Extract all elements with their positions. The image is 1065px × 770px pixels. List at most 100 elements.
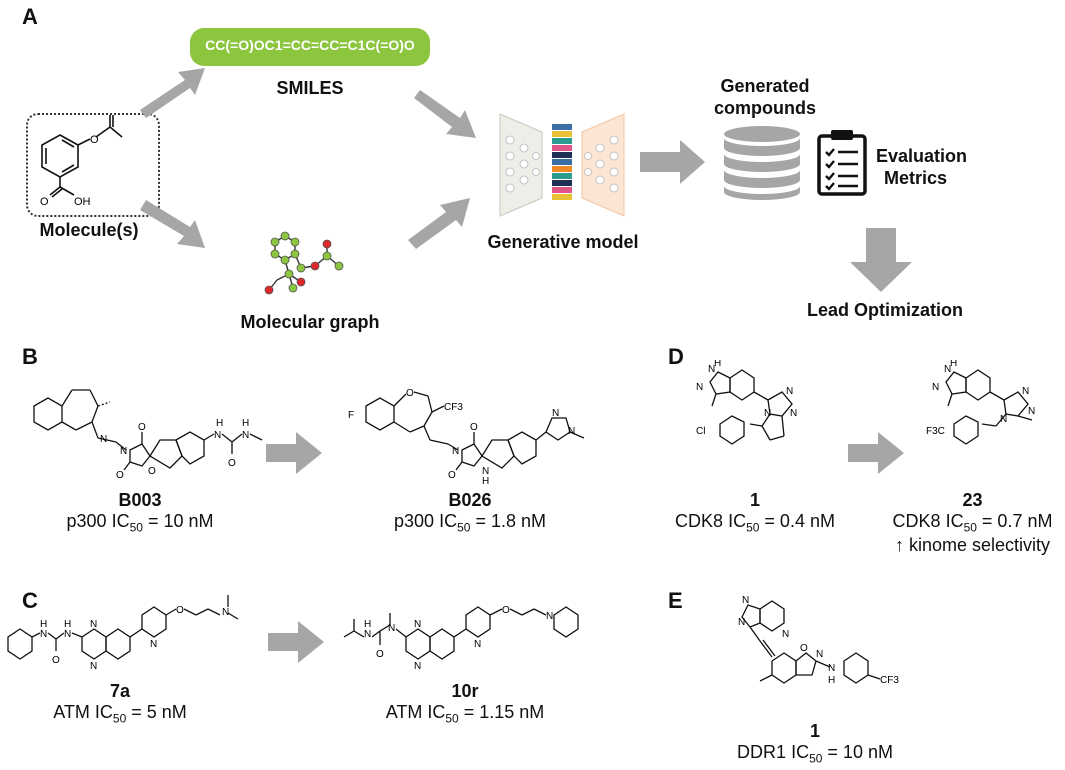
10r-structure: N H O N N N N O N (343, 605, 579, 672)
atom-h: H (482, 476, 489, 486)
b003-caption: B003 p300 IC50 = 10 nM (60, 490, 220, 535)
atom-h: H (364, 619, 371, 630)
b026-caption: B026 p300 IC50 = 1.8 nM (380, 490, 560, 535)
atom-n: N (100, 434, 107, 445)
atom-o: O (406, 388, 414, 399)
molecule-box (26, 113, 160, 217)
atom-h: H (828, 675, 835, 686)
atom-n: N (214, 430, 221, 441)
ddr1-name: 1 (809, 721, 820, 741)
atom-f: F (348, 410, 354, 421)
atom-n: N (944, 364, 951, 375)
molecular-graph (264, 231, 344, 295)
cdk8-23-caption: 23 CDK8 IC50 = 0.7 nM ↑ kinome selectivi… (880, 490, 1065, 556)
atom-n: N (40, 629, 47, 640)
lead-optimization-label: Lead Optimization (806, 300, 963, 320)
panel-label-e: E (668, 588, 683, 613)
cdk8-1-name: 1 (749, 490, 760, 510)
7a-caption: 7a ATM IC50 = 5 nM (40, 681, 200, 726)
smiles-pill (190, 28, 430, 66)
clipboard-icon (817, 130, 867, 196)
atom-o: O (448, 470, 456, 481)
atom-n: N (242, 430, 249, 441)
atom-n: N (1022, 386, 1029, 397)
atom-h: H (950, 360, 957, 369)
atom-n: N (708, 364, 715, 375)
atom-h: H (216, 418, 223, 429)
atom-n: N (414, 661, 421, 672)
atom-n: N (696, 382, 703, 393)
smiles-string: CC(=O)OC1=CC=CC=C1C(=O)O (205, 37, 415, 53)
ddr1-activity: DDR1 IC50 = 10 nM (737, 742, 893, 766)
atom-n: N (546, 611, 553, 622)
atom-o: O (116, 470, 124, 481)
atom-oh: OH (74, 196, 91, 208)
b003-activity: p300 IC50 = 10 nM (66, 511, 214, 535)
ddr1-structure: N N N O N N H CF3 (738, 595, 899, 686)
ddr1-caption: 1 DDR1 IC50 = 10 nM (700, 721, 930, 766)
atom-cl: Cl (696, 426, 705, 437)
panel-label-c: C (22, 588, 38, 613)
cdk8-23-name: 23 (962, 490, 983, 510)
arrow-c (268, 621, 324, 663)
atom-n: N (738, 617, 745, 628)
atom-cf3: CF3 (880, 675, 899, 686)
atom-n: N (932, 382, 939, 393)
panel-a-arrows (140, 68, 912, 292)
atom-n: N (90, 661, 97, 672)
arrow-mol-to-graph (140, 200, 205, 248)
arrow-d (848, 432, 904, 474)
arrow-down-lead (850, 228, 912, 292)
7a-structure: N H O N H N N N O N (7, 595, 239, 672)
atom-n: N (816, 649, 823, 660)
aspirin-structure: O O O OH (40, 115, 123, 208)
panel-d: N H N N N N Cl 1 CDK8 IC50 = 0.4 nM N H … (660, 340, 1065, 580)
arrow-model-to-compounds (640, 140, 705, 184)
atom-n: N (222, 607, 229, 618)
atom-o: O (176, 605, 184, 616)
atom-n: N (1028, 406, 1035, 417)
atom-n: N (150, 639, 157, 650)
generative-model (499, 113, 625, 217)
atom-n: N (742, 595, 749, 606)
panel-label-a: A (22, 4, 38, 29)
panel-e: N N N O N N H CF3 1 DDR1 IC50 = 10 nM (660, 585, 1065, 770)
molecule-label: Molecule(s) (39, 220, 139, 240)
atom-n: N (552, 408, 559, 419)
atom-o: O (470, 422, 478, 433)
atom-n: N (782, 629, 789, 640)
atom-h: H (40, 619, 47, 630)
arrow-b (266, 432, 322, 474)
atom-n: N (90, 619, 97, 630)
atom-n: N (474, 639, 481, 650)
kinome-selectivity-note: ↑ kinome selectivity (894, 534, 1051, 555)
atom-n: N (388, 623, 395, 634)
cdk8-23-activity: CDK8 IC50 = 0.7 nM (892, 511, 1053, 535)
cdk8-23-structure: N H N N N N F3C (926, 360, 1035, 445)
atom-n: N (1000, 414, 1007, 425)
arrow-smiles-to-model (414, 90, 476, 138)
b026-name: B026 (448, 490, 492, 510)
arrow-graph-to-model (408, 198, 470, 249)
panel-b: N N O O O N H O N H B003 p300 IC50 = 10 … (0, 340, 660, 580)
generated-label-line2: compounds (714, 98, 816, 118)
atom-o: O (138, 422, 146, 433)
atom-n: N (764, 408, 771, 419)
smiles-label: SMILES (276, 78, 344, 98)
arrow-mol-to-smiles (140, 68, 205, 118)
10r-name: 10r (451, 681, 479, 701)
atom-o: O (800, 643, 808, 654)
panel-label-d: D (668, 344, 684, 369)
latent-vector (552, 124, 572, 200)
atom-o: O (52, 655, 60, 666)
atom-o: O (148, 466, 156, 477)
atom-n: N (64, 629, 71, 640)
atom-h: H (714, 360, 721, 369)
atom-o: O (376, 649, 384, 660)
cdk8-1-caption: 1 CDK8 IC50 = 0.4 nM (660, 490, 850, 535)
atom-o: O (228, 458, 236, 469)
atom-n: N (790, 408, 797, 419)
b003-structure: N N O O O N H O N H (33, 389, 263, 481)
panel-c: N H O N H N N N O N 7a ATM IC50 = 5 nM (0, 585, 660, 770)
10r-caption: 10r ATM IC50 = 1.15 nM (375, 681, 555, 726)
